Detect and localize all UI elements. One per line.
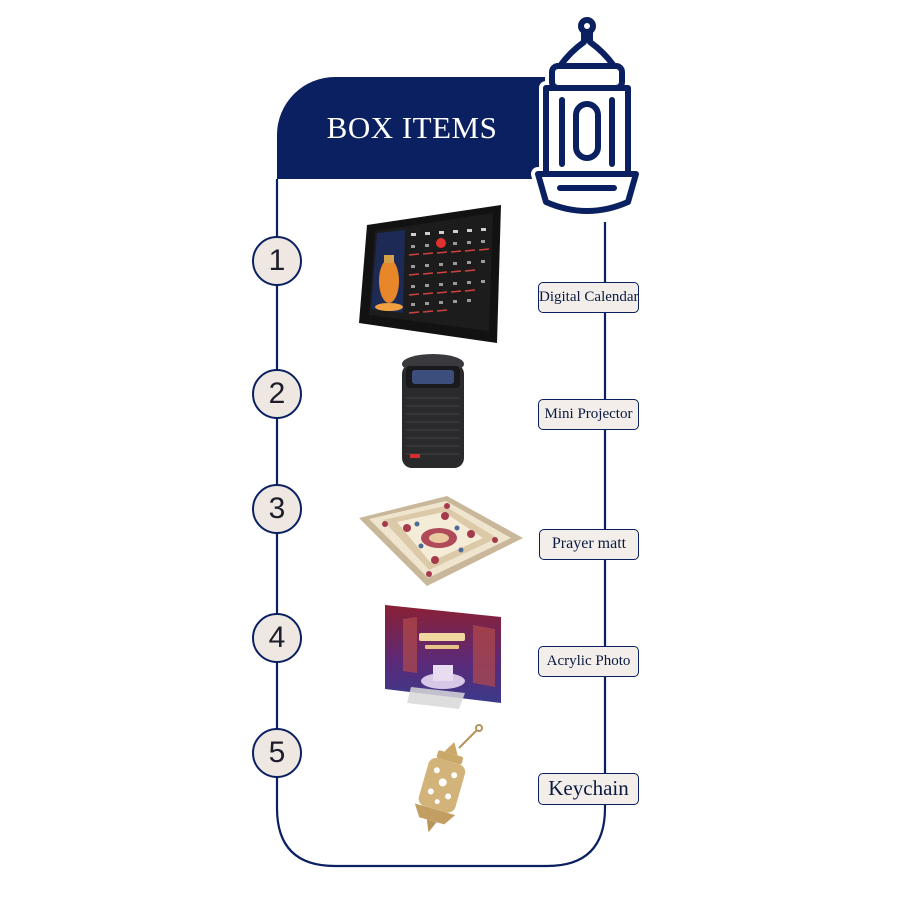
item-label-digital-calendar: Digital Calendar bbox=[538, 282, 639, 313]
item-number-4: 4 bbox=[252, 613, 302, 663]
item-label-keychain: Keychain bbox=[538, 773, 639, 805]
box-items-header: BOX ITEMS bbox=[277, 77, 547, 179]
mini-projector-image bbox=[402, 354, 464, 468]
prayer-mat-image bbox=[359, 496, 523, 586]
item-label-acrylic-photo: Acrylic Photo bbox=[538, 646, 639, 677]
item-number-2: 2 bbox=[252, 369, 302, 419]
lantern-keychain-image bbox=[414, 724, 483, 833]
digital-calendar-image bbox=[359, 205, 501, 343]
item-number-1: 1 bbox=[252, 236, 302, 286]
item-label-prayer-matt: Prayer matt bbox=[539, 529, 639, 560]
lantern-icon bbox=[531, 14, 640, 218]
header-title: BOX ITEMS bbox=[326, 110, 498, 145]
item-number-3: 3 bbox=[252, 484, 302, 534]
item-number-5: 5 bbox=[252, 728, 302, 778]
acrylic-photo-image bbox=[385, 605, 501, 709]
item-label-mini-projector: Mini Projector bbox=[538, 399, 639, 430]
